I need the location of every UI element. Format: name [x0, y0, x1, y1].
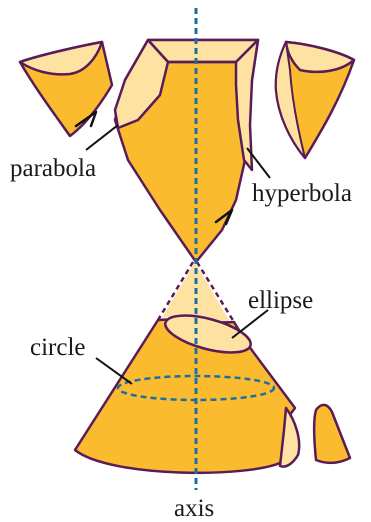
hyperbola-label: hyperbola [252, 180, 352, 207]
upper-cone [115, 40, 258, 262]
parabola-piece [20, 42, 112, 136]
hyperbola-piece-top-face [286, 42, 354, 72]
circle-label: circle [30, 334, 86, 361]
lower-right-piece-body [314, 405, 350, 463]
hyperbola-piece [276, 42, 354, 158]
axis-label: axis [174, 495, 214, 522]
ellipse-label: ellipse [248, 287, 313, 314]
parabola-leader [86, 125, 118, 150]
lower-right-piece [314, 405, 350, 463]
ellipse-leader [232, 310, 268, 338]
parabola-label: parabola [10, 155, 96, 182]
